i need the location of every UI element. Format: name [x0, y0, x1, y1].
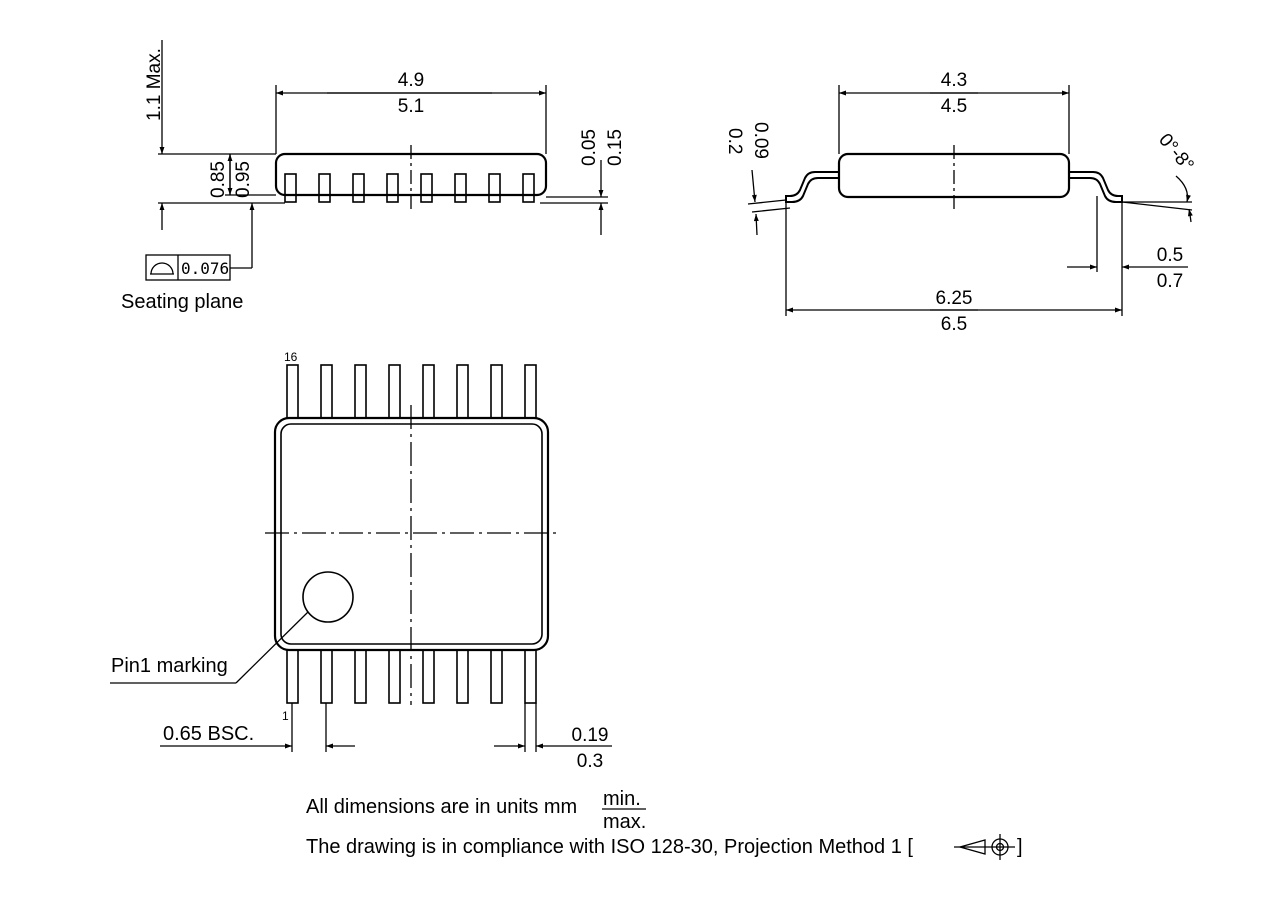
lead-thickness-min: 0.09	[750, 122, 771, 159]
body-height-max: 0.95	[233, 161, 254, 198]
body-width-min: 4.3	[941, 70, 967, 91]
flatness-value: 0.076	[181, 259, 229, 278]
end-view-lead-outline	[785, 171, 1123, 203]
seating-plane-label: Seating plane	[121, 291, 243, 313]
length-max: 5.1	[398, 96, 424, 117]
foot-length-min: 0.5	[1157, 245, 1183, 266]
height-max: 1.1 Max.	[144, 48, 165, 121]
pin-first-label: 1	[282, 709, 289, 723]
compliance-note-close: ]	[1017, 836, 1023, 858]
units-max: max.	[603, 811, 646, 833]
standoff-max: 0.15	[605, 129, 626, 166]
angle-range: 0°-8°	[1154, 130, 1198, 176]
pin1-marking-label: Pin1 marking	[111, 655, 228, 677]
pin-last-label: 16	[284, 350, 298, 364]
top-view	[110, 364, 612, 752]
lead-width-min: 0.19	[572, 725, 609, 746]
lead-width-max: 0.3	[577, 751, 603, 772]
projection-method-symbol	[954, 834, 1015, 860]
overall-width-max: 6.5	[941, 314, 967, 335]
compliance-note: The drawing is in compliance with ISO 12…	[306, 836, 913, 858]
standoff-min: 0.05	[579, 129, 600, 166]
lead-thickness-max: 0.2	[724, 128, 745, 154]
units-min: min.	[603, 788, 641, 810]
body-height-min: 0.85	[208, 161, 229, 198]
end-view	[747, 85, 1193, 316]
side-view-leads	[284, 173, 535, 203]
pin1-marking-circle	[302, 571, 354, 623]
overall-width-min: 6.25	[936, 288, 973, 309]
side-view	[145, 40, 608, 281]
length-min: 4.9	[398, 70, 424, 91]
pitch-label: 0.65 BSC.	[163, 723, 254, 745]
body-width-max: 4.5	[941, 96, 967, 117]
foot-length-max: 0.7	[1157, 271, 1183, 292]
units-note: All dimensions are in units mm	[306, 796, 577, 818]
